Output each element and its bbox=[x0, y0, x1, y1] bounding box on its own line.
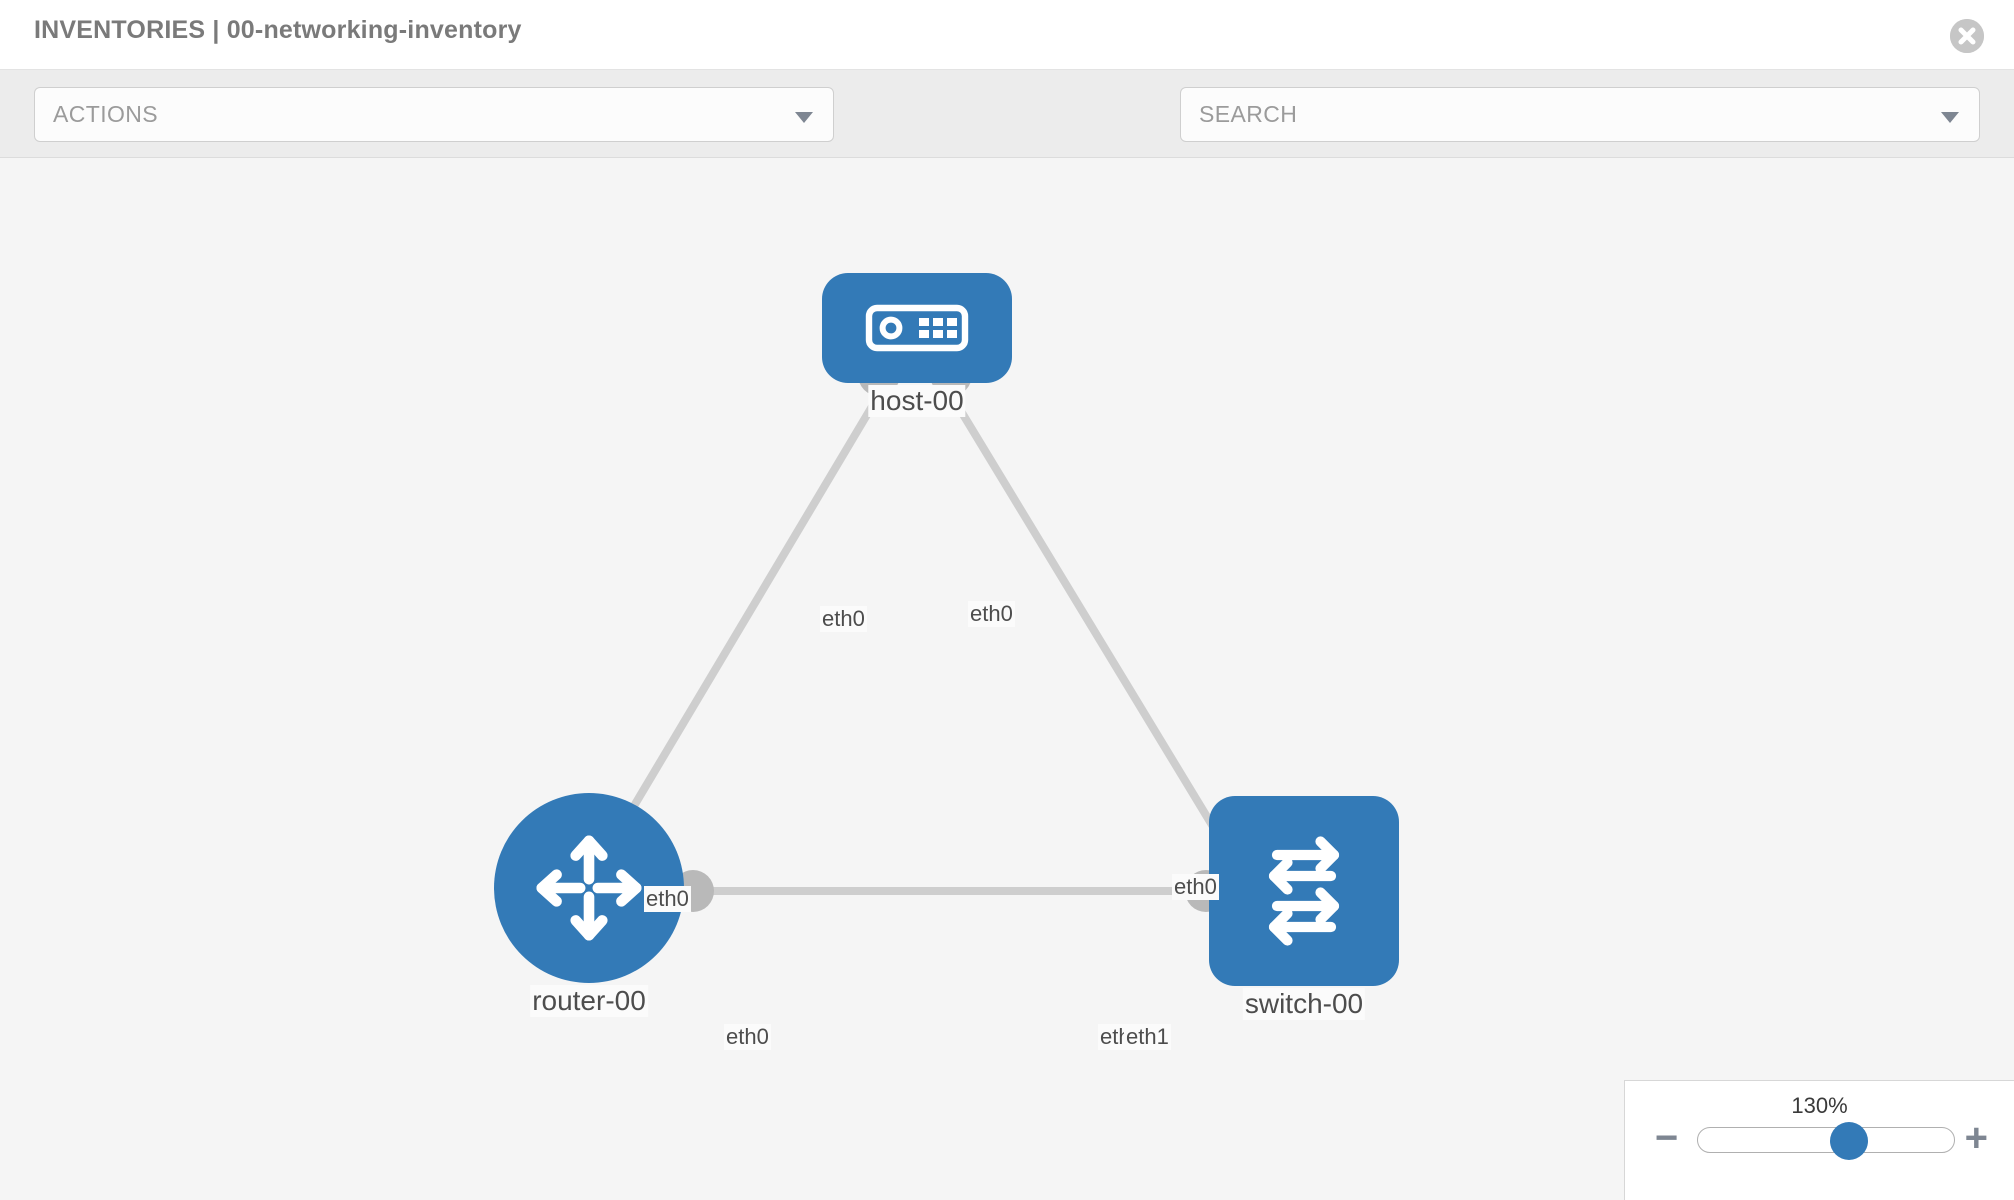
page-title: INVENTORIES | 00-networking-inventory bbox=[34, 16, 522, 44]
topology-canvas[interactable]: host-00 router-00 bbox=[0, 158, 2014, 1200]
actions-dropdown-label: ACTIONS bbox=[53, 101, 159, 127]
search-placeholder: SEARCH bbox=[1199, 101, 1298, 127]
interface-label: eth0 bbox=[644, 886, 691, 912]
switch-arrows-icon bbox=[1268, 836, 1340, 946]
node-host-00[interactable]: host-00 bbox=[822, 273, 1012, 417]
node-host-00-shape[interactable] bbox=[822, 273, 1012, 383]
chevron-down-icon bbox=[795, 112, 813, 123]
interface-label: eth0 bbox=[1172, 874, 1219, 900]
node-switch-00-shape[interactable] bbox=[1209, 796, 1399, 986]
interface-label: eth0 bbox=[968, 601, 1015, 627]
zoom-slider[interactable] bbox=[1697, 1122, 1955, 1160]
node-host-00-label: host-00 bbox=[868, 385, 966, 417]
topology-links bbox=[596, 390, 1236, 895]
interface-label: eth1 bbox=[1124, 1024, 1171, 1050]
page-header: INVENTORIES | 00-networking-inventory bbox=[0, 0, 2014, 70]
chevron-down-icon[interactable] bbox=[1941, 112, 1959, 123]
link-host00-switch00 bbox=[946, 390, 1236, 861]
interface-label: eth0 bbox=[724, 1024, 771, 1050]
node-router-00-label: router-00 bbox=[530, 985, 648, 1017]
zoom-level-value: 130% bbox=[1791, 1093, 1848, 1118]
link-host00-router00 bbox=[596, 390, 884, 866]
zoom-control-panel: 130% − + bbox=[1624, 1080, 2014, 1200]
server-icon bbox=[865, 304, 969, 352]
node-switch-00[interactable]: switch-00 bbox=[1209, 796, 1399, 1020]
router-arrows-icon bbox=[536, 835, 642, 941]
minus-icon[interactable]: − bbox=[1655, 1116, 1679, 1160]
interface-label: eth0 bbox=[820, 606, 867, 632]
toolbar: ACTIONS SEARCH bbox=[0, 70, 2014, 203]
zoom-slider-thumb[interactable] bbox=[1830, 1122, 1868, 1160]
close-icon[interactable] bbox=[1950, 19, 1984, 53]
node-switch-00-label: switch-00 bbox=[1242, 988, 1366, 1020]
actions-dropdown[interactable]: ACTIONS bbox=[34, 87, 834, 142]
search-input[interactable]: SEARCH bbox=[1180, 87, 1980, 142]
plus-icon[interactable]: + bbox=[1964, 1116, 1988, 1160]
